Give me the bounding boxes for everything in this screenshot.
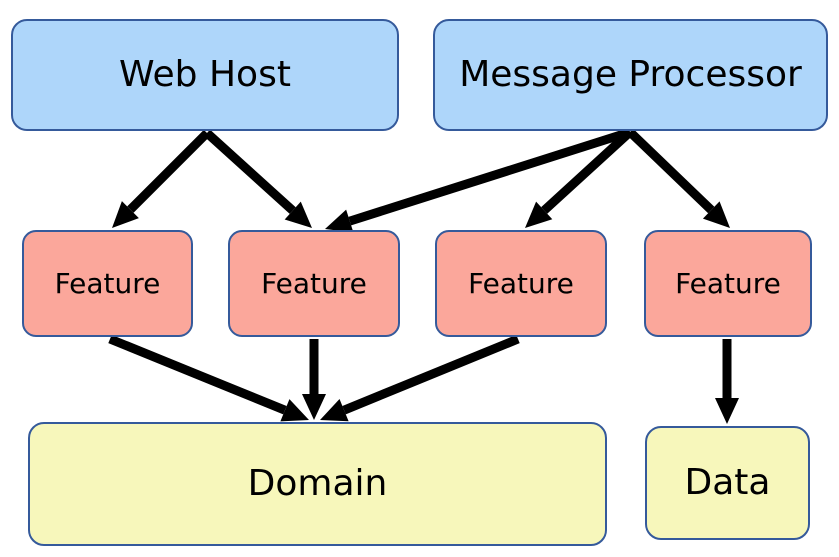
arrow-head — [302, 394, 326, 420]
node-feature-4[interactable]: Feature — [644, 230, 812, 337]
arrow-shaft — [203, 129, 296, 214]
arrow-edge-webhost-feature1 — [112, 129, 211, 228]
arrow-edge-feature4-data — [715, 339, 739, 424]
node-data[interactable]: Data — [645, 426, 810, 540]
arrow-head — [525, 201, 553, 228]
arrow-edge-processor-feature3 — [525, 128, 634, 228]
arrow-head — [702, 201, 730, 228]
arrow-shaft — [348, 127, 632, 226]
node-feature-2[interactable]: Feature — [228, 230, 400, 337]
arrow-head — [715, 398, 739, 424]
arrow-shaft — [127, 129, 211, 213]
node-label-data: Data — [684, 462, 771, 504]
node-web-host[interactable]: Web Host — [11, 19, 399, 131]
arrow-head — [284, 201, 312, 228]
arrow-head — [280, 399, 309, 422]
node-label-feature-2: Feature — [261, 266, 367, 300]
arrow-shaft — [342, 334, 520, 415]
arrow-edge-processor-feature2 — [325, 127, 632, 233]
arrow-head — [320, 399, 349, 422]
arrow-edge-feature3-domain — [320, 334, 520, 422]
node-label-message-processor: Message Processor — [459, 54, 802, 96]
arrow-edge-feature1-domain — [108, 334, 309, 422]
node-feature-1[interactable]: Feature — [22, 230, 193, 337]
arrow-edge-webhost-feature2 — [203, 129, 312, 228]
arrow-shaft — [541, 128, 634, 214]
node-message-processor[interactable]: Message Processor — [433, 19, 828, 131]
node-label-feature-3: Feature — [468, 266, 574, 300]
arrow-shaft — [626, 128, 715, 214]
arrow-head — [112, 201, 139, 228]
node-label-feature-4: Feature — [675, 266, 781, 300]
node-label-domain: Domain — [247, 463, 388, 505]
arrow-edge-processor-feature4 — [626, 128, 730, 228]
arrow-shaft — [108, 334, 287, 415]
node-label-web-host: Web Host — [119, 54, 291, 96]
node-domain[interactable]: Domain — [28, 422, 607, 546]
arrow-edge-feature2-domain — [302, 339, 326, 420]
node-feature-3[interactable]: Feature — [435, 230, 607, 337]
node-label-feature-1: Feature — [54, 266, 161, 300]
